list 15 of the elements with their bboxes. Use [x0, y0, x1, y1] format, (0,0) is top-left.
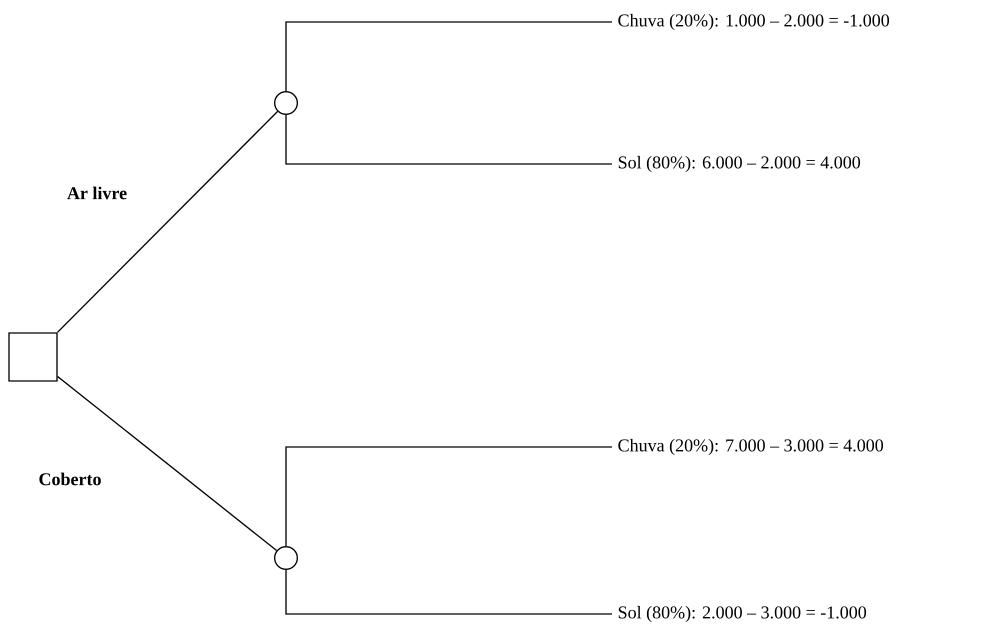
- decision-square: [8, 332, 58, 382]
- branch-line: [57, 111, 278, 333]
- branch-line: [285, 570, 612, 615]
- edge-label: Ar livre: [67, 186, 127, 200]
- branch-line: [285, 446, 612, 546]
- chance-circle: [274, 91, 298, 115]
- chance-circle: [274, 546, 298, 570]
- branch-line: [285, 115, 612, 165]
- branch-line: [285, 21, 612, 91]
- branch-line: [57, 376, 278, 552]
- outcome-label: Sol (80%): 6.000 – 2.000 = 4.000: [618, 156, 860, 172]
- outcome-label: Sol (80%): 2.000 – 3.000 = -1.000: [618, 606, 866, 622]
- outcome-label: Chuva (20%): 1.000 – 2.000 = -1.000: [618, 14, 890, 30]
- outcome-label: Chuva (20%): 7.000 – 3.000 = 4.000: [618, 438, 884, 456]
- edge-label: Coberto: [39, 472, 101, 486]
